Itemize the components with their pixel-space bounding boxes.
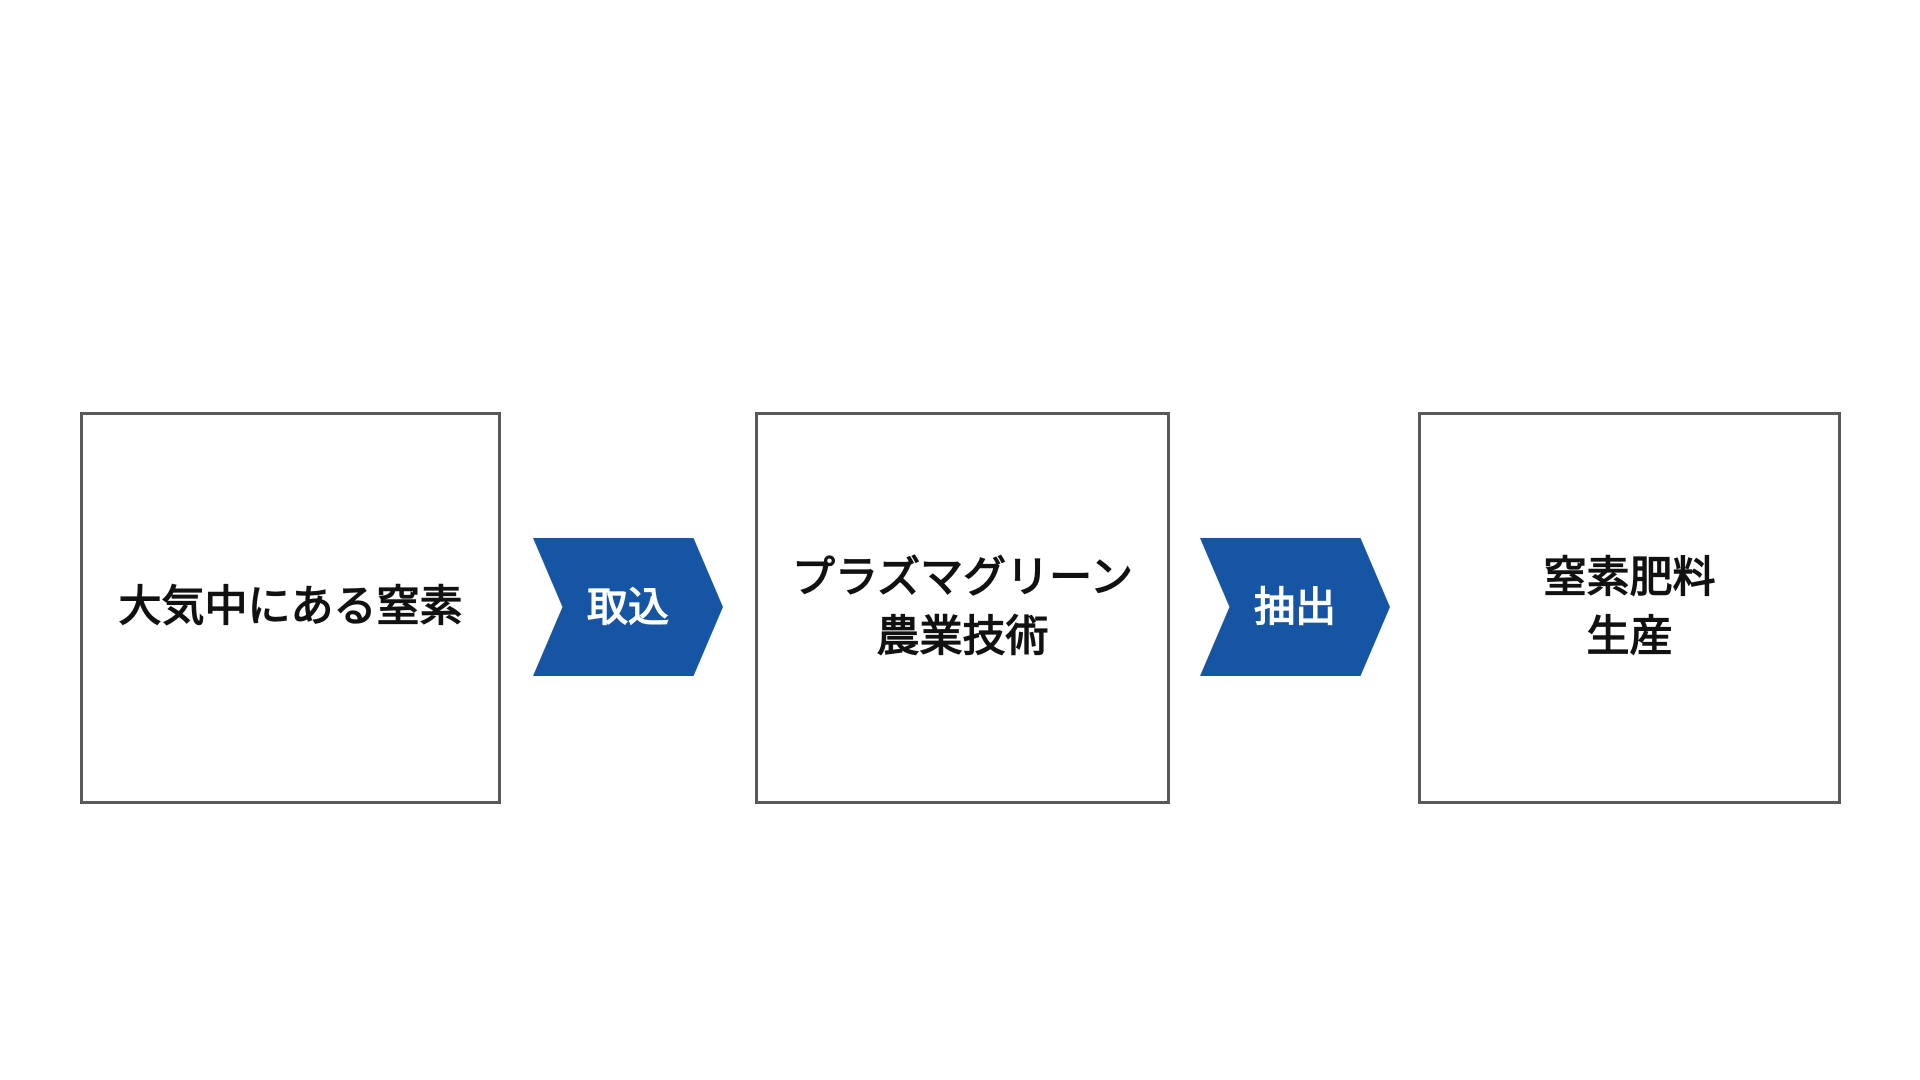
arrow-label: 取込 (587, 583, 669, 630)
flow-box-label: 大気中にある窒素 (118, 583, 463, 632)
flow-arrow-intake: 取込 (533, 538, 723, 676)
flow-box-nitrogen-fertilizer-production: 窒素肥料 生産 (1418, 412, 1841, 804)
chevron-right-icon: 取込 (533, 538, 723, 676)
flow-arrow-extraction: 抽出 (1200, 538, 1390, 676)
arrow-label: 抽出 (1254, 583, 1336, 630)
flow-box-atmospheric-nitrogen: 大気中にある窒素 (80, 412, 501, 804)
chevron-right-icon: 抽出 (1200, 538, 1390, 676)
flow-box-plasma-green-technology: プラズマグリーン 農業技術 (755, 412, 1170, 804)
flow-box-label: 窒素肥料 生産 (1543, 553, 1716, 661)
flow-box-label: プラズマグリーン 農業技術 (792, 553, 1133, 661)
